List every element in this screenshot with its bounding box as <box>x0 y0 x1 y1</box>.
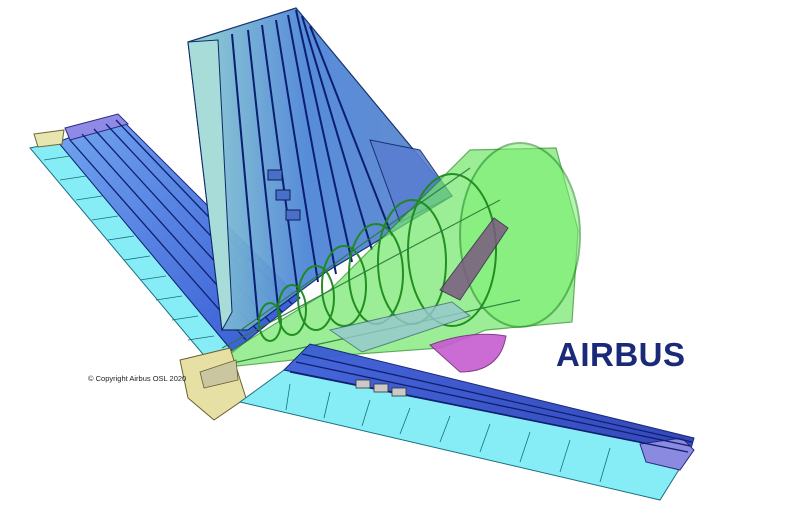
right-stabilizer <box>238 343 695 501</box>
airbus-logo: AIRBUS <box>556 336 686 373</box>
magenta-fairing <box>429 333 507 373</box>
copyright-notice: © Copyright Airbus OSL 2020 <box>88 374 187 383</box>
vertical-fin <box>187 7 453 332</box>
aft-fuselage-cone <box>199 142 581 371</box>
tail-cone <box>179 347 247 421</box>
